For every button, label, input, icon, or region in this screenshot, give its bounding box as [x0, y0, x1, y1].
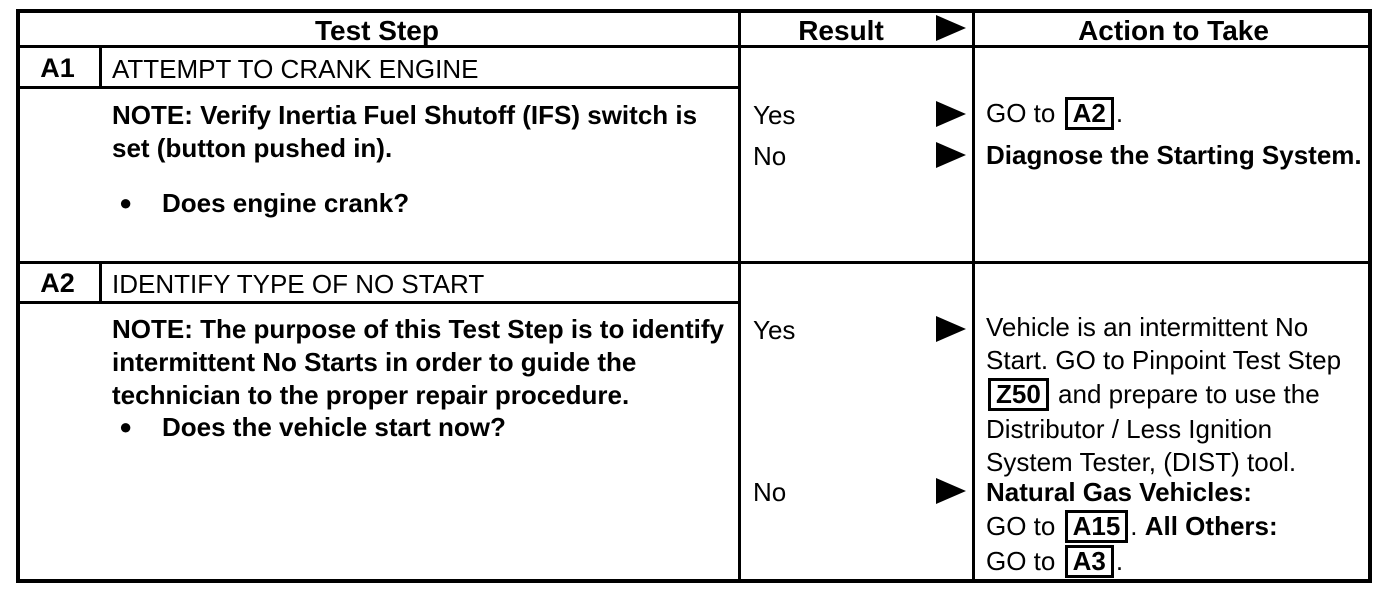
- divider-header-bottom: [16, 45, 1368, 48]
- step-a2-action-no-ref-a15-box: A15: [1064, 510, 1129, 544]
- step-a1-action-no: Diagnose the Starting System.: [986, 140, 1362, 170]
- step-a1-result-no-label: No: [753, 141, 787, 171]
- step-a1-note-line-1: NOTE: Verify Inertia Fuel Shutoff (IFS) …: [112, 100, 698, 130]
- step-a2-bullet-icon: ●: [119, 414, 133, 439]
- result-header-arrow-icon: [936, 15, 966, 41]
- step-a1-result-yes-arrow-icon: [936, 101, 966, 127]
- step-a2-result-no-arrow-icon: [936, 478, 966, 504]
- step-a1-action-yes: GO to A2.: [986, 97, 1124, 131]
- step-a2-action-yes-line-3: Z50 and prepare to use the: [986, 378, 1320, 412]
- step-a2-action-no-ref-a3-box: A3: [1064, 545, 1114, 579]
- divider-a1-title-bottom: [16, 86, 738, 89]
- step-a2-action-no-go1: GO to: [986, 511, 1063, 541]
- divider-a2-title-bottom: [16, 301, 738, 304]
- step-a2-note-line-2: intermittent No Starts in order to guide…: [112, 347, 637, 377]
- step-a1-question: Does engine crank?: [162, 188, 410, 218]
- step-a1-bullet-icon: ●: [119, 190, 133, 215]
- step-a2-action-no-punct: .: [1115, 546, 1124, 576]
- col-header-action: Action to Take: [1078, 15, 1269, 46]
- step-a2-id: A2: [40, 268, 75, 298]
- step-a2-result-no-label: No: [753, 477, 787, 507]
- step-a2-action-no-others-label: All Others:: [1144, 511, 1278, 541]
- divider-result-action: [972, 9, 975, 579]
- step-a1-result-yes-label: Yes: [753, 100, 796, 130]
- step-a2-note-line-1: NOTE: The purpose of this Test Step is t…: [112, 314, 724, 344]
- step-a2-action-yes-line-5: System Tester, (DIST) tool.: [986, 447, 1297, 477]
- step-a2-action-no-heading: Natural Gas Vehicles:: [986, 477, 1252, 507]
- step-a1-action-yes-ref-box: A2: [1064, 97, 1114, 131]
- step-a2-action-no-line-2: GO to A15. All Others:: [986, 510, 1278, 544]
- col-header-test-step: Test Step: [315, 15, 439, 46]
- step-a1-action-yes-punct: .: [1115, 98, 1124, 128]
- step-a2-action-yes-line-4: Distributor / Less Ignition: [986, 414, 1273, 444]
- step-a2-action-yes-ref-box: Z50: [988, 378, 1049, 412]
- step-a1-note-line-2: set (button pushed in).: [112, 133, 393, 163]
- step-a2-note-line-3: technician to the proper repair procedur…: [112, 380, 630, 410]
- step-a2-action-no-go2: GO to: [986, 546, 1063, 576]
- step-a2-action-yes-line-2: Start. GO to Pinpoint Test Step: [986, 345, 1342, 375]
- col-header-result: Result: [798, 15, 884, 46]
- step-a2-title: IDENTIFY TYPE OF NO START: [112, 269, 485, 299]
- step-a2-result-yes-arrow-icon: [936, 316, 966, 342]
- step-a2-action-no-mid: .: [1130, 511, 1145, 541]
- step-a1-result-no-arrow-icon: [936, 142, 966, 168]
- divider-a2-id-right: [99, 261, 102, 304]
- divider-teststep-result: [738, 9, 741, 579]
- step-a2-action-no-line-3: GO to A3.: [986, 545, 1124, 579]
- step-a1-action-yes-text: GO to: [986, 98, 1063, 128]
- step-a1-title: ATTEMPT TO CRANK ENGINE: [112, 54, 479, 84]
- divider-row-a1-a2: [16, 261, 1368, 264]
- step-a2-question: Does the vehicle start now?: [162, 412, 506, 442]
- step-a2-action-yes-line-1: Vehicle is an intermittent No: [986, 312, 1309, 342]
- step-a2-action-yes-after-ref: and prepare to use the: [1050, 379, 1320, 409]
- divider-a1-id-right: [99, 45, 102, 89]
- step-a1-id: A1: [40, 53, 75, 83]
- step-a2-result-yes-label: Yes: [753, 315, 796, 345]
- table-outer-border: [16, 9, 1372, 583]
